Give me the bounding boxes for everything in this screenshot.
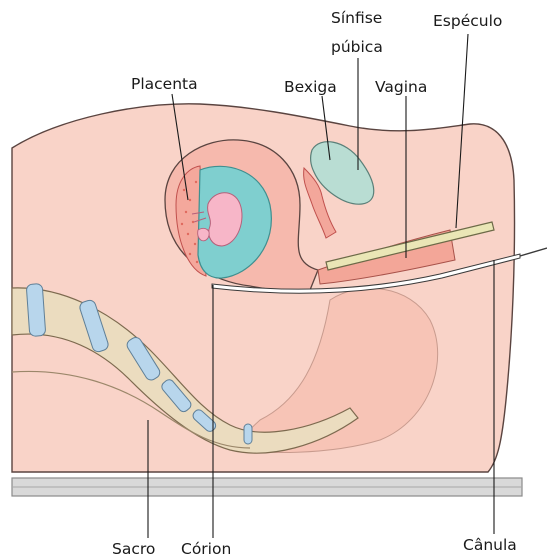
label-placenta: Placenta (131, 75, 198, 93)
label-canula: Cânula (463, 536, 517, 554)
label-vagina: Vagina (375, 78, 427, 96)
label-bexiga: Bexiga (284, 78, 337, 96)
label-corion: Córion (181, 540, 231, 558)
label-sacro: Sacro (112, 540, 155, 558)
examination-table (12, 478, 522, 496)
label-sinfise-line2: púbica (331, 38, 383, 56)
label-sinfise-line1: Sínfise (331, 9, 382, 27)
label-especulo: Espéculo (433, 12, 502, 30)
